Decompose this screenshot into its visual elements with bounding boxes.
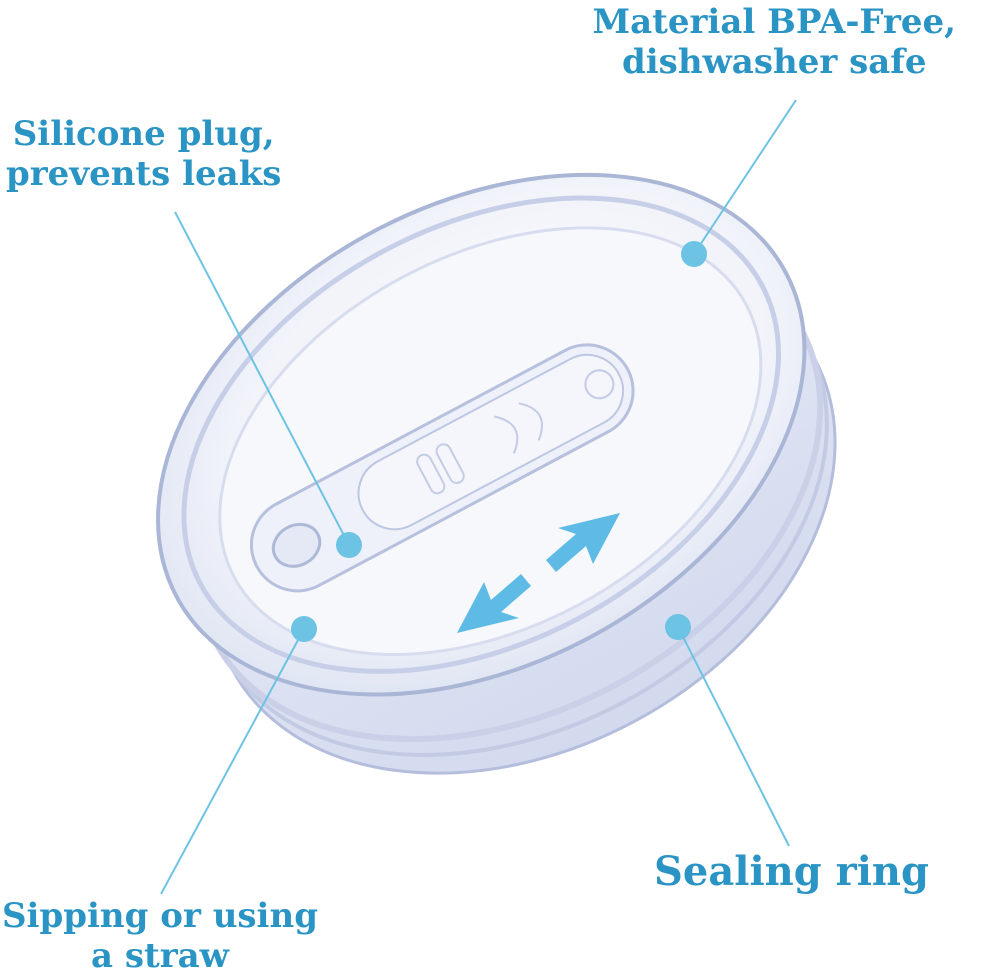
sealing-callout-label: Sealing ring — [654, 848, 929, 895]
slider-ridge-2 — [518, 402, 543, 441]
material-callout-label: Material BPA-Free, dishwasher safe — [593, 2, 957, 82]
callout-line-silicone — [174, 211, 350, 546]
double-arrow-icon — [457, 513, 620, 633]
slider-grip-1 — [416, 453, 446, 495]
callout-dot-material — [681, 241, 707, 267]
slider-grip-2 — [435, 443, 465, 485]
sipping-callout-line-2: a straw — [91, 936, 229, 977]
callout-line-sipping — [160, 628, 305, 895]
silicone-slider — [357, 353, 625, 531]
lid-inner-rim — [181, 195, 781, 674]
callout-dot-silicone — [336, 532, 362, 558]
sipping-callout-line-1: Sipping or using — [2, 896, 318, 936]
slider-tab — [584, 369, 615, 400]
slider-ridge — [493, 415, 519, 454]
sealing-callout-line-1: Sealing ring — [654, 848, 929, 895]
material-callout-line-1: Material BPA-Free, — [592, 2, 957, 42]
silicone-callout-line-2: prevents leaks — [6, 154, 282, 195]
silicone-callout-line-1: Silicone plug, — [12, 114, 275, 154]
material-callout-line-2: dishwasher safe — [621, 42, 927, 83]
callout-line-material — [693, 99, 797, 255]
sipping-hole — [271, 522, 322, 568]
sipping-callout-label: Sipping or using a straw — [2, 896, 318, 976]
callout-dots — [291, 241, 707, 642]
callout-line-sealing — [677, 626, 790, 847]
callout-dot-sipping — [291, 616, 317, 642]
callout-dot-sealing — [665, 614, 691, 640]
callout-lines — [160, 99, 797, 895]
silicone-callout-label: Silicone plug, prevents leaks — [6, 114, 281, 194]
